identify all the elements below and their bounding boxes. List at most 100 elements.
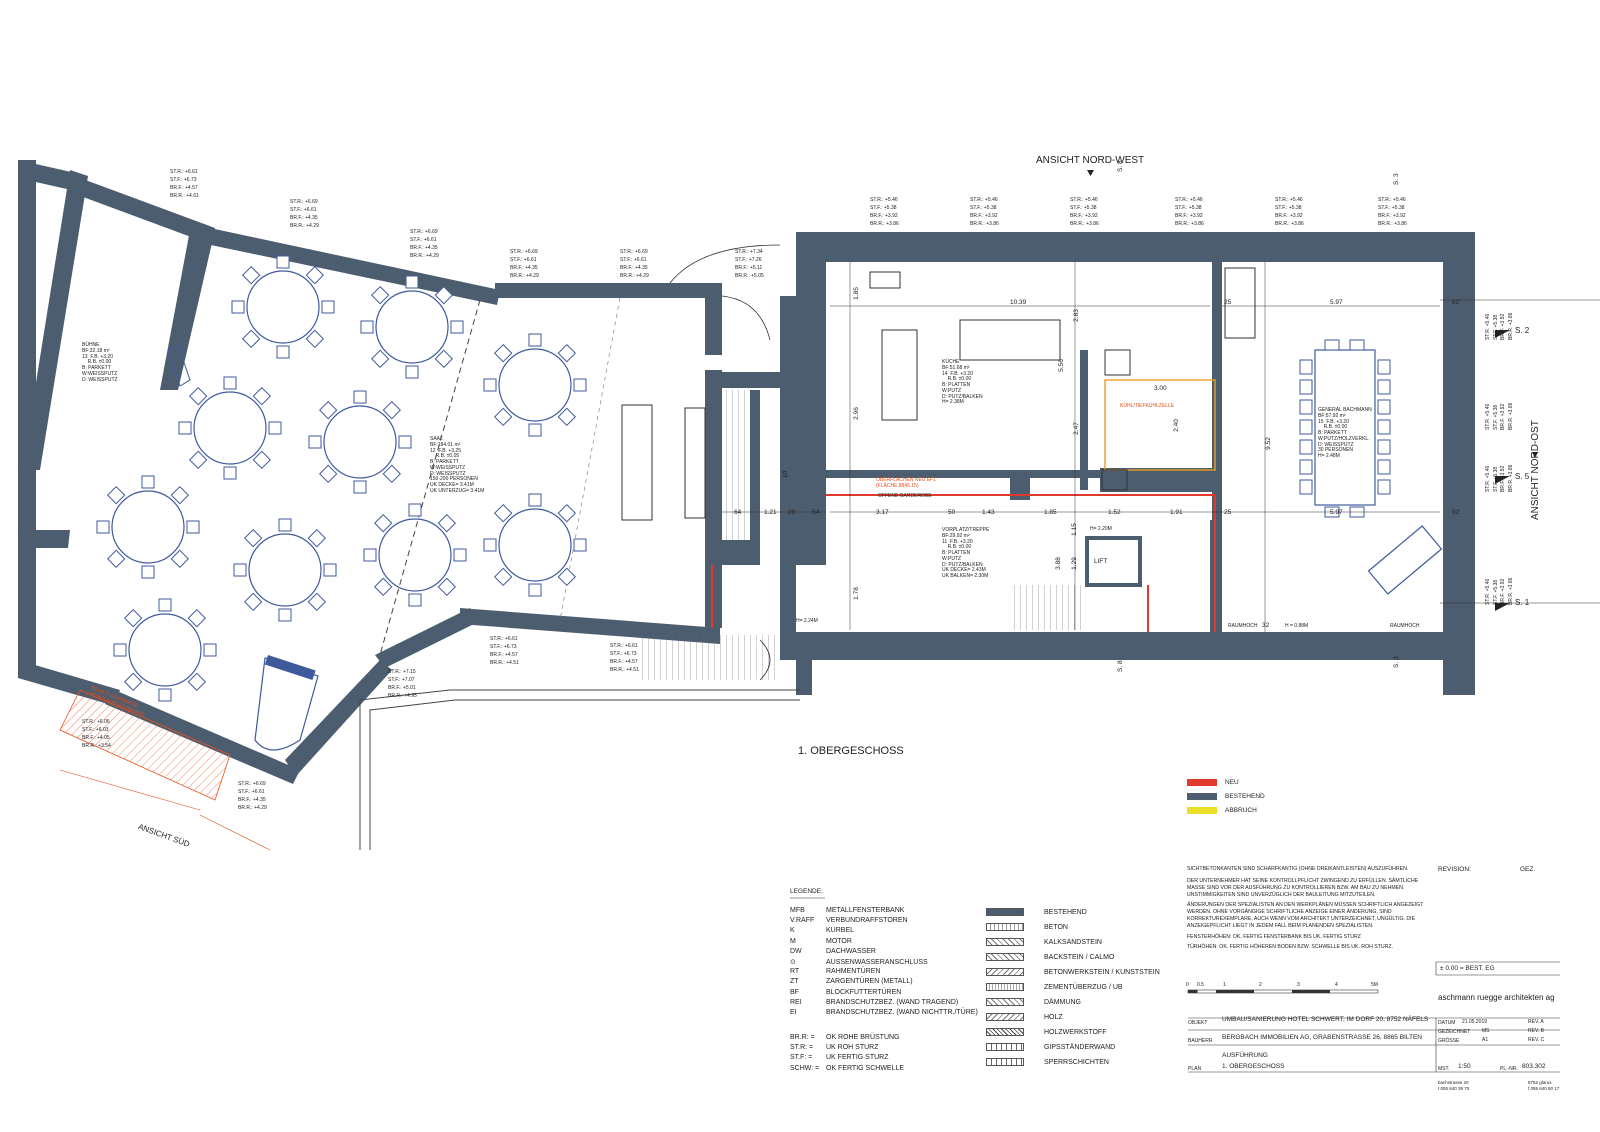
new-outdoor-stair — [59, 689, 231, 801]
label-raumhoch-2: RAUMHOCH — [1390, 623, 1420, 629]
gezeichnet-value: MS — [1482, 1028, 1490, 1034]
dim-283: 2.83 — [1072, 309, 1080, 322]
section-s2: S. 2 — [1515, 326, 1530, 335]
material-swatch — [986, 923, 1024, 931]
dim-240: 2.40 — [1172, 419, 1180, 432]
dim-185-h: 1.85 — [1044, 509, 1057, 516]
kitchen-island — [881, 329, 918, 421]
material-item: HOLZ — [986, 1013, 1063, 1021]
kitchen-counter-2 — [869, 271, 901, 289]
legend-bestehend-label: BESTEHEND — [1225, 793, 1265, 800]
round-table — [483, 493, 587, 597]
round-table — [96, 475, 200, 579]
kitchen-unit — [1104, 349, 1131, 376]
round-table — [360, 275, 464, 379]
stage-step — [167, 344, 191, 387]
revision-label: REVISION: — [1438, 866, 1471, 873]
objekt-value: UMBAU/SANIERUNG HOTEL SCHWERT, IM DORF 2… — [1222, 1016, 1429, 1023]
plan-value: 1. OBERGESCHOSS — [1222, 1063, 1285, 1070]
material-swatch — [986, 1058, 1024, 1066]
bauherr-value: BERGBACH IMMOBILIEN AG, GRABENSTRASSE 26… — [1222, 1034, 1422, 1041]
material-swatch — [986, 998, 1024, 1006]
material-swatch — [986, 1043, 1024, 1051]
dim-32: 32 — [1262, 622, 1270, 629]
material-item: SPERRSCHICHTEN — [986, 1058, 1109, 1066]
label-kuehlzelle: KÜHL/TIEFKÜHLZELLE — [1120, 403, 1175, 409]
outdoor-stair — [640, 635, 780, 680]
label-raumhoch-1: RAUMHOCH — [1228, 623, 1258, 629]
note-text: DER UNTERNEHMER HAT SEINE KONTROLLPFLICH… — [1187, 878, 1419, 899]
material-swatch — [986, 953, 1024, 961]
door-swing-3 — [759, 639, 771, 681]
dim-317: 3.17 — [876, 509, 889, 516]
label-height-220: H= 2.20M — [1090, 526, 1112, 532]
material-item: BETON — [986, 923, 1068, 931]
note-oberflaechen: OBERFLÄCHEN NEU EF1(FLÄCHE 8845.15) — [876, 477, 937, 489]
plan-title: 1. OBERGESCHOSS — [798, 745, 904, 757]
note-text: ÄNDERUNGEN DER SPEZIALISTEN AN DEN WERKP… — [1187, 902, 1424, 930]
piano-bench — [264, 655, 316, 680]
bar-counter — [621, 404, 653, 521]
section-markers — [1087, 170, 1538, 611]
view-label-nordwest: ANSICHT NORD-WEST — [1036, 155, 1145, 166]
dim-115: 1.15 — [1070, 523, 1078, 536]
scale-tick: 2 — [1259, 982, 1262, 988]
legend-bestehend-swatch — [1187, 793, 1217, 800]
new-elements — [711, 494, 1216, 632]
dim-143: 1.43 — [982, 509, 995, 516]
label-garderobe: OFFENE GARDEROBE — [878, 493, 932, 499]
dim-64: 64 — [734, 509, 742, 516]
cooling-cell — [1104, 379, 1216, 471]
dim-129: 1.29 — [1070, 557, 1078, 570]
material-item: KALKSANDSTEIN — [986, 938, 1102, 946]
scale-tick: 5M — [1371, 982, 1378, 988]
section-stair: S. — [782, 470, 790, 479]
dim-1039: 10.39 — [1010, 299, 1027, 306]
door-swing-2 — [669, 244, 781, 284]
label-height-088: H = 0.88M — [1285, 623, 1309, 629]
plan-label: PLAN — [1188, 1066, 1202, 1072]
side-table — [684, 407, 706, 519]
dim-556: 5.56 — [1057, 359, 1065, 372]
datum-label: DATUM — [1438, 1020, 1456, 1026]
material-swatch — [986, 1028, 1024, 1036]
sofa — [1367, 525, 1443, 595]
round-tables — [96, 255, 587, 702]
material-item: DÄMMUNG — [986, 998, 1081, 1006]
material-item: GIPSSTÄNDERWAND — [986, 1043, 1115, 1051]
label-height-224: H= 2.24M — [796, 618, 818, 624]
round-table — [233, 518, 337, 622]
material-swatch — [986, 1013, 1024, 1021]
material-item: BACKSTEIN / CALMO — [986, 953, 1114, 961]
dim-247: 2.47 — [1072, 422, 1080, 435]
dimension-lines — [722, 262, 1600, 632]
dim-28: 28 — [788, 509, 796, 516]
groesse-value: A1 — [1482, 1037, 1489, 1043]
level-note: ± 0.00 = BEST. EG — [1440, 965, 1495, 972]
section-s8-top: S. 8 — [1117, 160, 1124, 172]
round-table — [178, 376, 282, 480]
rev-b: REV. B — [1528, 1028, 1544, 1034]
bauherr-label: BAUHERR — [1188, 1038, 1213, 1044]
note-text: TÜRHÖHEN: OK. FERTIG HÖHEREN BODEN BZW. … — [1187, 944, 1393, 950]
material-swatch — [986, 968, 1024, 976]
legend-neu-swatch — [1187, 779, 1217, 786]
